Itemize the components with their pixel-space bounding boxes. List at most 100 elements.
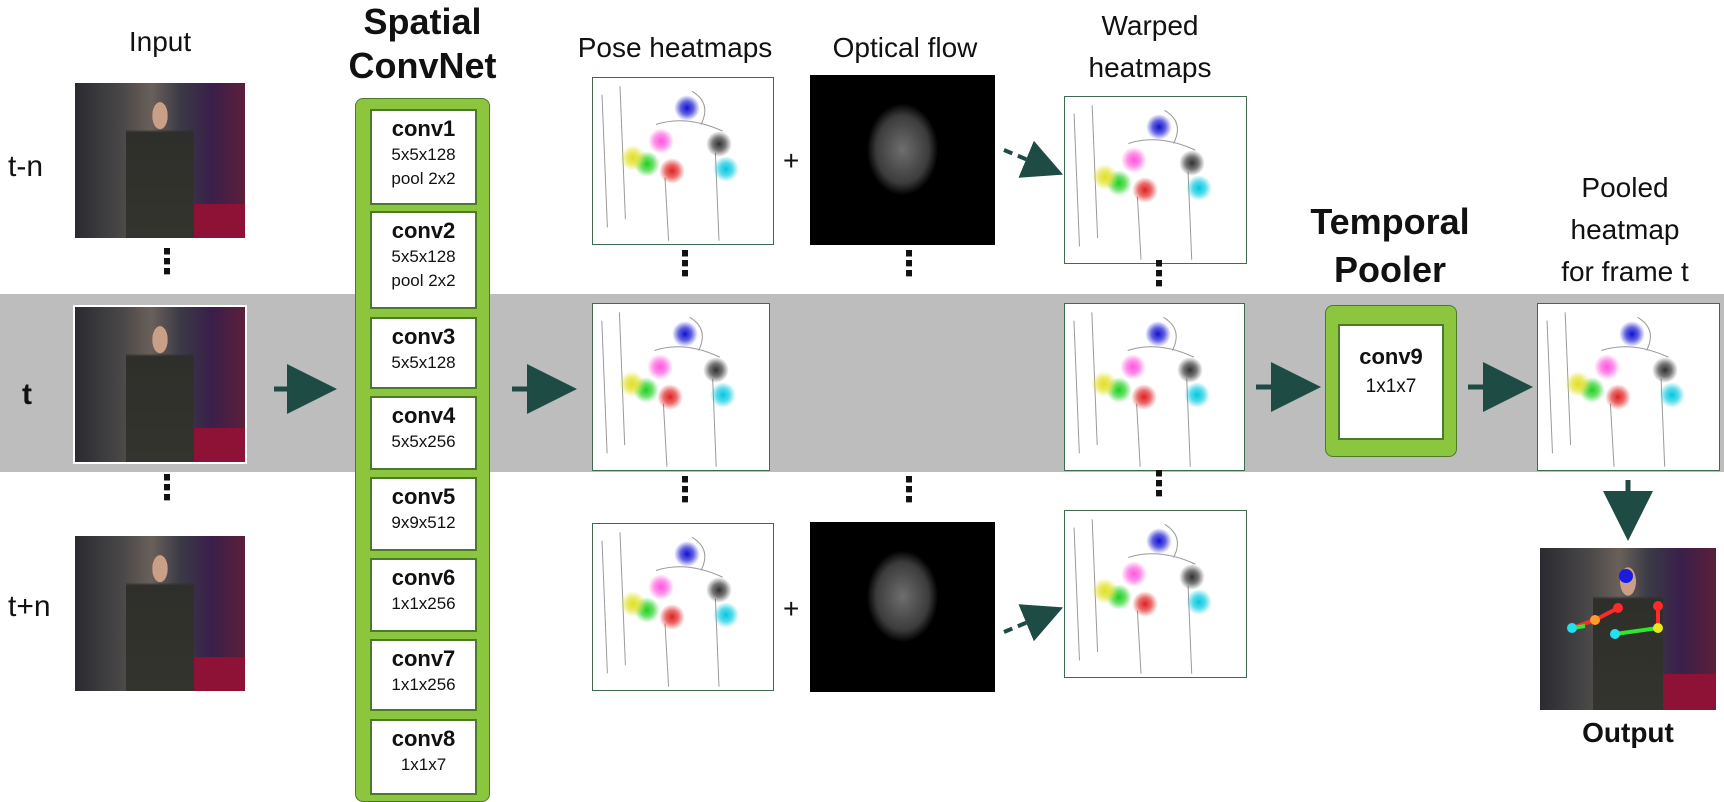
conv-layer-spec: 1x1x256: [391, 675, 456, 694]
conv-layer-name: conv2: [391, 218, 456, 243]
optical-flow-t-minus-n: [810, 75, 995, 245]
conv9-name: conv9: [1359, 344, 1423, 369]
joint-heat-head: [1146, 113, 1173, 140]
joint-heat-shoulder-l: [646, 354, 673, 381]
joint-heat-left-hand: [1091, 577, 1118, 604]
joint-heat-head: [673, 94, 700, 121]
joint-heat-elbow-r: [659, 603, 686, 630]
joint-heat-head: [1619, 320, 1646, 347]
warped-heatmap-t: [1064, 303, 1245, 471]
joint-heat-right-wrist: [710, 382, 737, 409]
conv-layer-name: conv3: [391, 324, 456, 349]
input-frame-t-minus-n: [75, 83, 245, 238]
conv-layer-5: conv5 9x9x512: [370, 477, 477, 551]
pooled-label-3: for frame t: [1561, 256, 1689, 287]
optical-flow-label: Optical flow: [832, 32, 978, 63]
conv-layer-name: conv1: [391, 116, 456, 141]
spatial-label-2: ConvNet: [348, 45, 497, 86]
output-label: Output: [1582, 717, 1674, 748]
joint-heat-shoulder-l: [1120, 147, 1147, 174]
pose-heatmap-t: [592, 303, 770, 471]
conv-layer-name: conv6: [391, 565, 456, 590]
conv-layer-spec: 5x5x256: [391, 432, 456, 451]
conv-layer-4: conv4 5x5x256: [370, 396, 477, 470]
conv-layer-1: conv1 5x5x128 pool 2x2: [370, 109, 477, 205]
output-frame: [1540, 548, 1716, 710]
input-frame-t-plus-n: [75, 536, 245, 691]
joint-heat-shoulder-l: [648, 574, 675, 601]
joint-heat-shoulder-l: [1120, 561, 1147, 588]
joint-heat-elbow-r: [657, 383, 684, 410]
conv-layer-7: conv7 1x1x256: [370, 639, 477, 711]
conv-layer-8: conv8 1x1x7: [370, 719, 477, 795]
pose-heatmaps-label: Pose heatmaps: [577, 32, 773, 63]
pose-heatmap-t-plus-n: [592, 523, 774, 691]
conv-layer-name: conv5: [391, 484, 456, 509]
conv9-box: conv9 1x1x7: [1338, 324, 1444, 440]
joint-heat-left-hand: [1091, 370, 1118, 397]
joint-heat-right-wrist: [1185, 175, 1212, 202]
conv-layer-pool: pool 2x2: [391, 271, 456, 290]
optical-flow-t-plus-n: [810, 522, 995, 692]
warped-heatmap-t-plus-n: [1064, 510, 1247, 678]
temporal-pooler: conv9 1x1x7: [1325, 305, 1457, 457]
pooled-label-1: Pooled: [1581, 172, 1669, 203]
arrow-warp-bottom: [1003, 604, 1064, 642]
joint-heat-shoulder-r: [1651, 357, 1678, 384]
warped-heatmap-t-minus-n: [1064, 96, 1247, 264]
warped-label-1: Warped: [1101, 10, 1199, 41]
warped-label-2: heatmaps: [1088, 52, 1212, 83]
joint-heat-shoulder-r: [1178, 564, 1205, 591]
conv-layer-name: conv4: [391, 403, 456, 428]
conv-layer-spec: 5x5x128: [391, 247, 456, 266]
conv-layer-pool: pool 2x2: [391, 169, 456, 188]
joint-heat-shoulder-r: [706, 577, 732, 604]
conv-layer-name: conv8: [391, 726, 456, 751]
joint-heat-shoulder-l: [1593, 354, 1620, 381]
joint-heat-right-wrist: [713, 156, 740, 183]
joint-heat-shoulder-r: [1178, 150, 1205, 177]
conv-layer-spec: 5x5x128: [391, 145, 456, 164]
spatial-label-1: Spatial: [363, 1, 482, 42]
joint-heat-right-wrist: [1184, 382, 1211, 409]
joint-heat-right-wrist: [713, 602, 740, 629]
conv-layer-spec: 9x9x512: [391, 513, 456, 532]
joint-heat-head: [671, 320, 698, 347]
arrow-warp-top: [1003, 140, 1064, 178]
joint-heat-left-hand: [619, 590, 646, 617]
joint-heat-shoulder-l: [648, 128, 675, 155]
joint-heat-elbow-r: [659, 157, 686, 184]
pose-skeleton: [1567, 569, 1663, 639]
joint-heat-left-hand: [619, 144, 646, 171]
conv-layer-name: conv7: [391, 646, 456, 671]
row-label-t: t: [22, 378, 32, 411]
joint-heat-right-wrist: [1658, 382, 1685, 409]
joint-heat-left-hand: [618, 370, 645, 397]
joint-heat-head: [673, 540, 700, 567]
pooled-heatmap: [1537, 303, 1720, 471]
pooled-label-2: heatmap: [1570, 214, 1680, 245]
conv-layer-spec: 1x1x256: [391, 594, 456, 613]
joint-heat-left-hand: [1564, 370, 1591, 397]
conv-layer-2: conv2 5x5x128 pool 2x2: [370, 211, 477, 309]
input-label: Input: [128, 26, 192, 57]
joint-heat-head: [1146, 527, 1173, 554]
plus-bottom: +: [783, 593, 800, 624]
joint-heat-elbow-r: [1130, 383, 1157, 410]
conv9-spec: 1x1x7: [1365, 376, 1417, 397]
joint-heat-right-wrist: [1185, 589, 1212, 616]
conv-layer-spec: 5x5x128: [391, 353, 456, 372]
temporal-label-2: Pooler: [1333, 249, 1447, 290]
joint-heat-elbow-r: [1604, 383, 1631, 410]
conv-layer-spec: 1x1x7: [400, 755, 447, 774]
spatial-convnet: conv1 5x5x128 pool 2x2 conv2 5x5x128 pool 2x2…: [355, 98, 490, 802]
plus-top: +: [783, 145, 800, 176]
conv-layer-6: conv6 1x1x256: [370, 558, 477, 632]
temporal-label-1: Temporal: [1310, 201, 1470, 242]
row-label-t-plus-n: t+n: [8, 590, 51, 623]
joint-heat-shoulder-l: [1120, 354, 1147, 381]
joint-heat-shoulder-r: [1177, 357, 1204, 384]
joint-heat-elbow-r: [1131, 176, 1158, 203]
conv-layer-3: conv3 5x5x128: [370, 317, 477, 389]
